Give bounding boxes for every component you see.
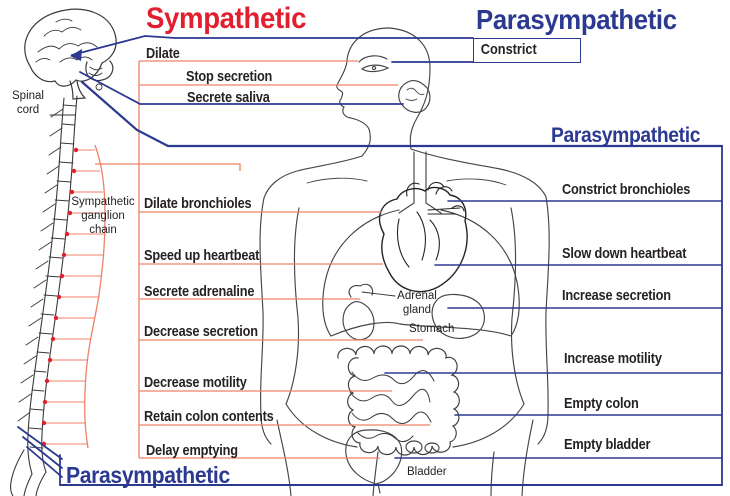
heart-drawing: [379, 181, 468, 293]
title-sympathetic: Sympathetic: [146, 2, 307, 35]
label-secrete-saliva: Secrete saliva: [187, 89, 270, 106]
label-speed-up-heartbeat: Speed up heartbeat: [144, 247, 260, 264]
spine-drawing: [10, 95, 78, 496]
label-increase-secretion: Increase secretion: [562, 287, 671, 304]
label-empty-colon: Empty colon: [564, 395, 639, 412]
label-constrict: Constrict: [480, 41, 537, 58]
label-spinal-cord: Spinal cord: [12, 90, 44, 116]
body-outline-drawing: [259, 27, 550, 496]
label-increase-motility: Increase motility: [564, 350, 662, 367]
brain-drawing: [24, 8, 117, 100]
ganglion-dots: [41, 147, 79, 447]
label-dilate: Dilate: [146, 45, 180, 62]
label-slow-down-heartbeat: Slow down heartbeat: [562, 245, 687, 262]
title-parasympathetic-right: Parasympathetic: [551, 124, 701, 147]
label-dilate-bronchioles: Dilate bronchioles: [144, 195, 252, 212]
label-secrete-adrenaline: Secrete adrenaline: [144, 283, 255, 300]
label-decrease-motility: Decrease motility: [144, 374, 247, 391]
constrict-label-box: Constrict: [473, 38, 581, 63]
brain-arrowhead: [70, 49, 82, 61]
parasympathetic-nerve-lines: [17, 35, 724, 486]
label-empty-bladder: Empty bladder: [564, 436, 651, 453]
label-bladder: Bladder: [407, 466, 447, 478]
label-decrease-secretion: Decrease secretion: [144, 323, 258, 340]
label-stomach: Stomach: [409, 323, 455, 335]
label-adrenal-gland: Adrenal gland: [397, 290, 437, 316]
sympathetic-nerve-lines: [44, 60, 430, 459]
label-sympathetic-ganglion-chain: Sympathetic ganglion chain: [71, 196, 135, 236]
label-retain-colon-contents: Retain colon contents: [144, 408, 274, 425]
title-parasympathetic-top: Parasympathetic: [476, 4, 677, 35]
label-delay-emptying: Delay emptying: [146, 442, 238, 459]
label-constrict-bronchioles: Constrict bronchioles: [562, 181, 691, 198]
title-parasympathetic-bottom: Parasympathetic: [66, 462, 230, 488]
intestines-drawing: [337, 345, 460, 456]
label-stop-secretion: Stop secretion: [186, 68, 273, 85]
